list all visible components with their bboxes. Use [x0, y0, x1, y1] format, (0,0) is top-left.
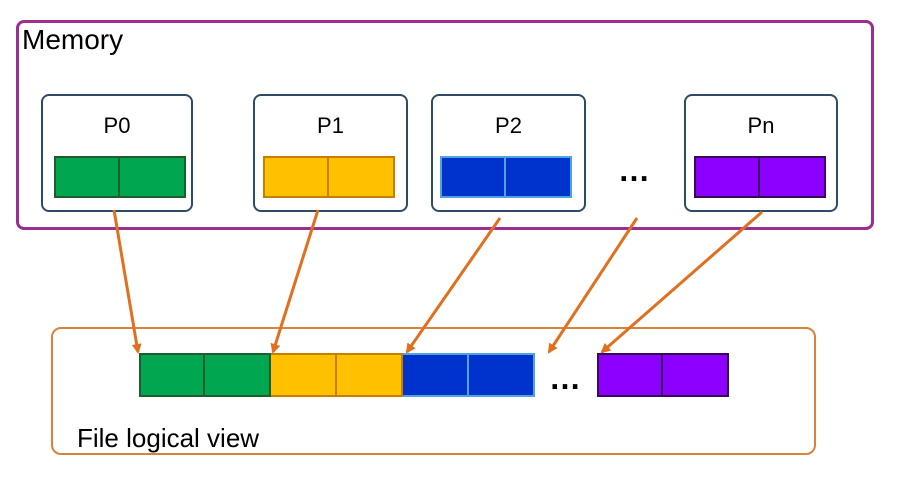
- process-blocks: [263, 156, 395, 198]
- memory-block: [694, 156, 760, 198]
- file-block: [139, 353, 205, 397]
- file-block: [337, 353, 403, 397]
- process-blocks: [694, 156, 826, 198]
- process-p0: P0: [41, 94, 193, 212]
- process-label: P0: [103, 113, 131, 138]
- arrow-p1-to-file: [270, 209, 320, 354]
- file-block: [205, 353, 271, 397]
- memory-block: [54, 156, 120, 198]
- memory-label: Memory: [22, 24, 124, 55]
- process-ellipsis: …: [618, 152, 652, 188]
- memory-region: [16, 20, 874, 230]
- arrow-p0-to-file: [112, 209, 142, 354]
- process-p2: P2: [431, 94, 586, 212]
- memory-block: [120, 156, 186, 198]
- file-ellipsis: …: [549, 360, 583, 396]
- memory-block: [760, 156, 826, 198]
- file-block: [469, 353, 535, 397]
- file-block: [597, 353, 663, 397]
- file-logical-view-label: File logical view: [77, 423, 260, 453]
- process-label: P1: [317, 113, 344, 138]
- file-block-strip: [139, 353, 729, 397]
- memory-block: [329, 156, 395, 198]
- file-block: [271, 353, 337, 397]
- arrow-ellipsis-to-file: [547, 217, 639, 354]
- process-p1: P1: [253, 94, 408, 212]
- process-label: P2: [495, 113, 522, 138]
- file-block: [403, 353, 469, 397]
- arrow-pn-to-file: [600, 210, 763, 354]
- process-pn: Pn: [684, 94, 838, 212]
- file-block: [663, 353, 729, 397]
- process-blocks: [54, 156, 186, 198]
- process-label: Pn: [747, 113, 775, 138]
- memory-block: [440, 156, 506, 198]
- file-logical-view-region: [51, 327, 816, 455]
- memory-block: [263, 156, 329, 198]
- memory-block: [506, 156, 572, 198]
- arrow-p2-to-file: [405, 217, 502, 354]
- process-blocks: [440, 156, 572, 198]
